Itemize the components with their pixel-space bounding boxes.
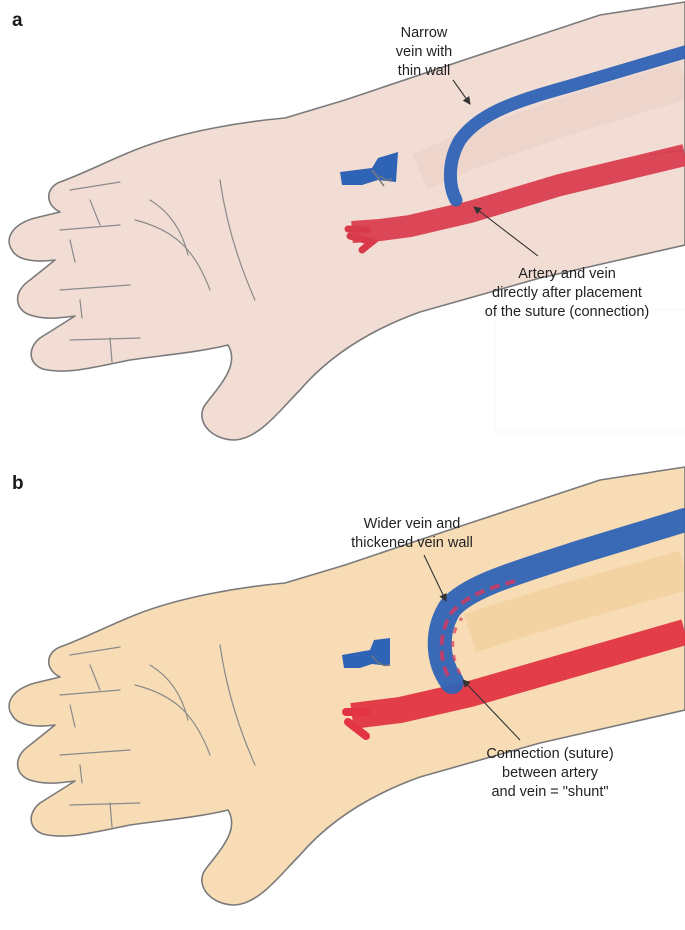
vein-b <box>427 508 685 694</box>
background-ghost-mark <box>494 309 685 433</box>
artery-vein-arrow <box>473 206 539 257</box>
panel-a: a <box>8 1 685 441</box>
narrow-vein-line-2: vein with <box>396 44 452 60</box>
artery-vein-line-3: of the suture (connection) <box>485 304 649 320</box>
narrow-vein-line-3: thin wall <box>398 63 450 79</box>
narrow-vein-arrow <box>452 79 471 105</box>
shunt-line-2: between artery <box>502 765 599 781</box>
wider-vein-arrow <box>423 554 447 602</box>
shunt-line-1: Connection (suture) <box>486 746 613 762</box>
hand-icon <box>8 1 685 441</box>
wider-vein-line-1: Wider vein and <box>364 516 461 532</box>
wristwatch-icon <box>342 638 391 668</box>
label-narrow-vein: Narrow vein with thin wall <box>396 25 471 105</box>
panel-b: b Wid <box>8 466 685 906</box>
wristwatch-icon <box>340 152 398 187</box>
artery-b <box>342 619 685 740</box>
shunt-line-3: and vein = "shunt" <box>491 784 608 800</box>
label-shunt: Connection (suture) between artery and v… <box>462 679 614 800</box>
shunt-arrow <box>462 679 521 741</box>
panel-letter-a: a <box>12 10 23 31</box>
narrow-vein-line-1: Narrow <box>401 25 448 41</box>
label-artery-vein: Artery and vein directly after placement… <box>473 206 649 320</box>
panel-letter-b: b <box>12 473 24 494</box>
artery-vein-line-1: Artery and vein <box>518 266 616 282</box>
artery-a <box>344 144 685 254</box>
hand-icon <box>8 466 685 906</box>
artery-vein-line-2: directly after placement <box>492 285 642 301</box>
label-wider-vein: Wider vein and thickened vein wall <box>351 516 473 602</box>
vein-a <box>443 45 685 207</box>
wider-vein-line-2: thickened vein wall <box>351 535 473 551</box>
